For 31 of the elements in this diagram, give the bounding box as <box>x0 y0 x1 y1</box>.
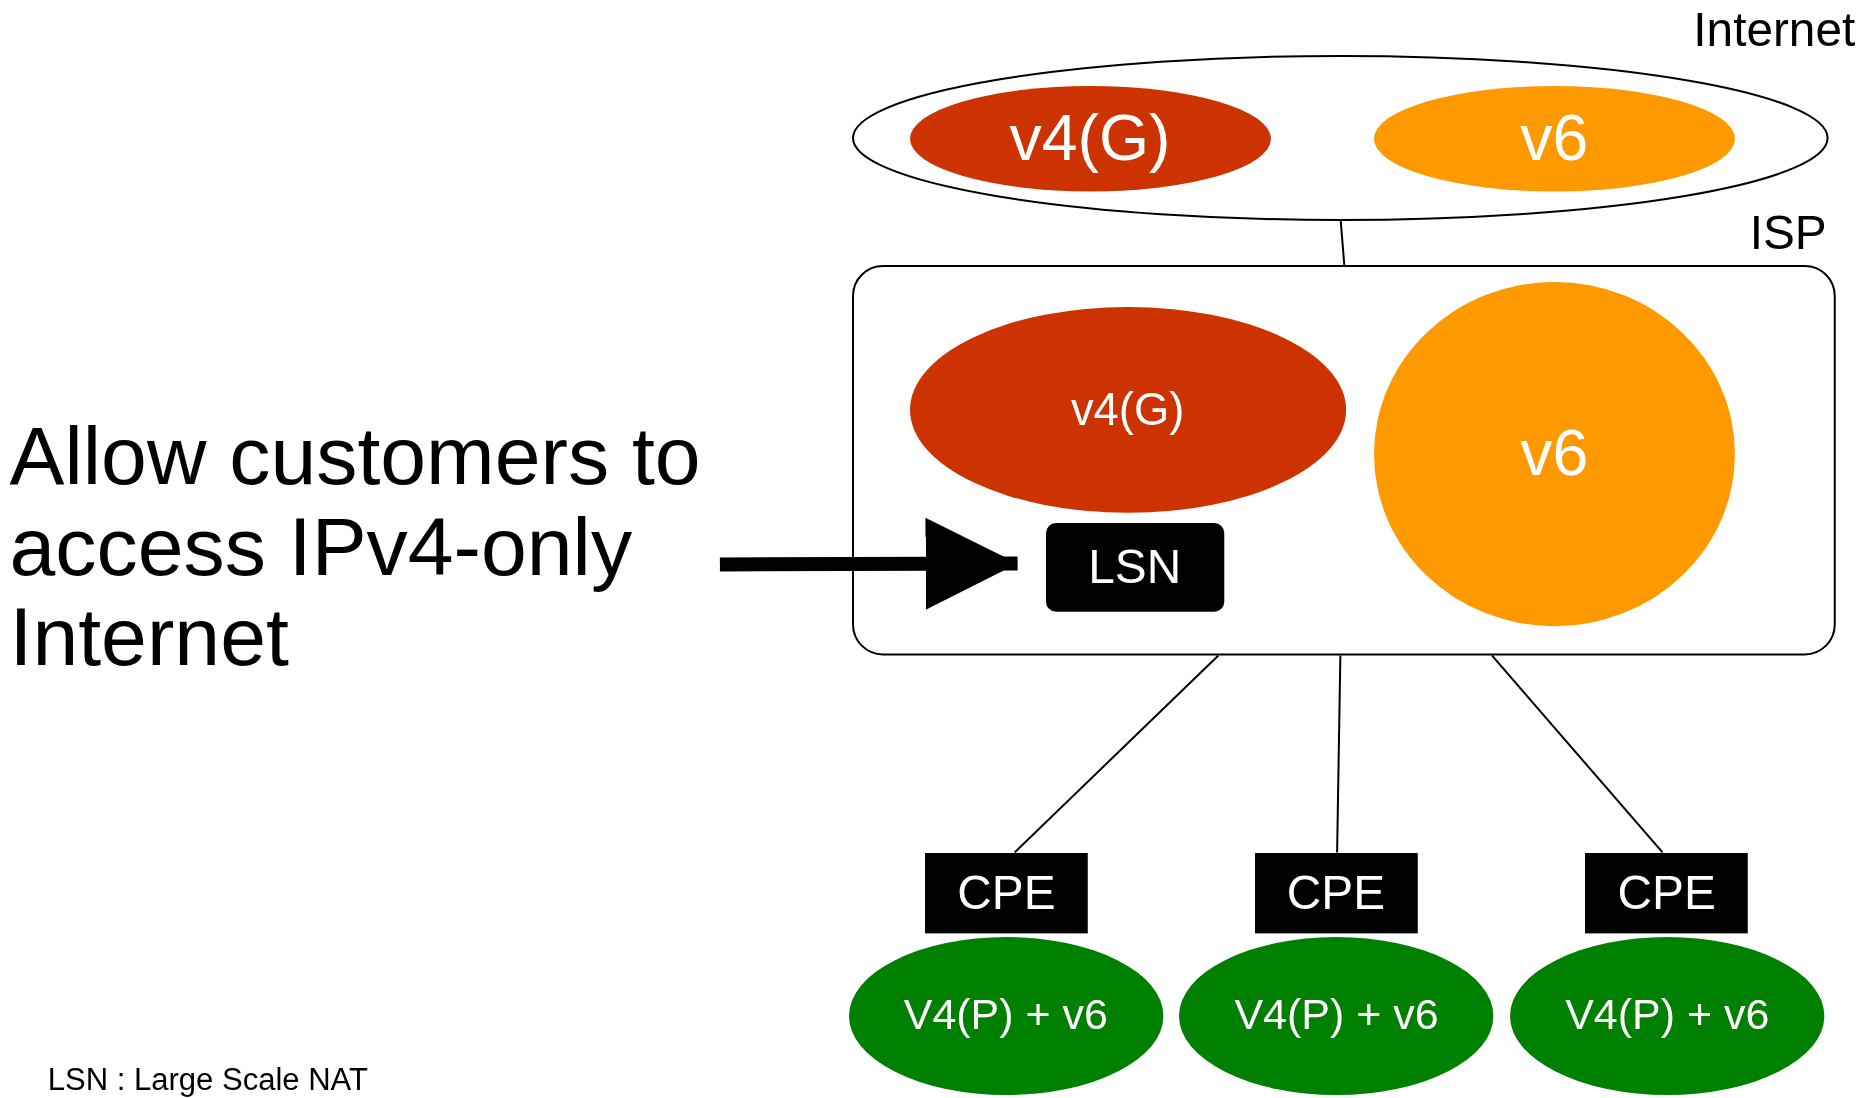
connector-line <box>1490 654 1664 854</box>
node-label: v6 <box>1519 101 1590 176</box>
label-box <box>924 852 1089 935</box>
node-label: CPE <box>1285 865 1387 922</box>
ellipse-node <box>908 305 1347 514</box>
node-label: V4(P) + v6 <box>1564 989 1771 1041</box>
connector-line <box>1336 654 1342 854</box>
ellipse-node <box>847 936 1164 1096</box>
node-label: CPE <box>956 865 1057 922</box>
node-label: LSN <box>1087 538 1183 595</box>
ellipse-node <box>1509 936 1826 1096</box>
ellipse-node <box>908 84 1272 193</box>
group-heading: Internet <box>1692 2 1856 58</box>
ellipse-node <box>1372 84 1736 193</box>
arrow <box>719 517 1018 610</box>
ellipse-node <box>1372 280 1736 627</box>
node-label: CPE <box>1616 865 1717 922</box>
ellipse-node <box>1178 936 1495 1096</box>
node-label: V4(P) + v6 <box>1233 989 1440 1041</box>
footnote: LSN : Large Scale NAT <box>47 1062 368 1098</box>
label-box <box>1253 852 1419 935</box>
node-label: v6 <box>1519 416 1590 492</box>
label-box <box>1584 852 1749 935</box>
node-label: v4(G) <box>1008 101 1172 176</box>
node-label: v4(G) <box>1069 382 1186 437</box>
group-heading: ISP <box>1748 204 1827 261</box>
annotation-text: Allow customers to access IPv4-only Internet <box>9 408 702 685</box>
label-box <box>1044 521 1225 613</box>
connector-line <box>1339 219 1346 267</box>
connector-line <box>1013 654 1220 854</box>
node-label: V4(P) + v6 <box>902 989 1109 1041</box>
